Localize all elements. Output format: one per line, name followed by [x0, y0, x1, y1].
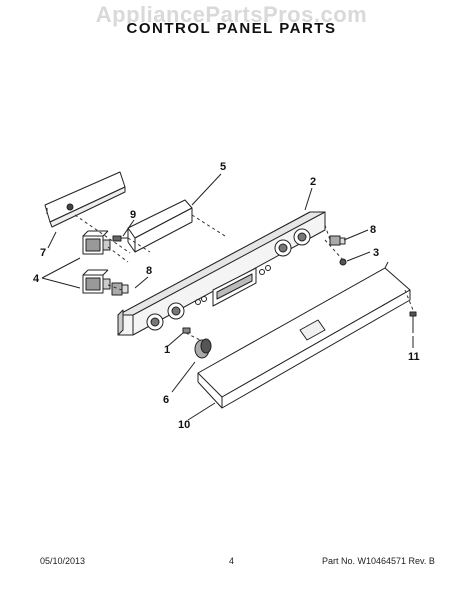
rear-bracket-part-7 [44, 171, 126, 228]
callout-2: 2 [310, 176, 316, 188]
control-board-part-5 [127, 199, 193, 253]
callout-1: 1 [164, 344, 170, 356]
trim-panel-part-10 [197, 261, 411, 409]
callout-10: 10 [178, 419, 190, 431]
footer-date: 05/10/2013 [40, 556, 86, 566]
page-title: CONTROL PANEL PARTS [126, 20, 337, 37]
assembly-lines [74, 214, 414, 341]
clip-part-8-left [111, 282, 129, 296]
leader-lines [41, 173, 414, 421]
control-panel-part-2 [117, 211, 326, 336]
callout-6: 6 [163, 394, 169, 406]
callout-4: 4 [33, 273, 40, 285]
footer-page-number: 4 [229, 556, 235, 566]
switch-part-4-lower [82, 269, 111, 294]
switch-part-4-upper [82, 230, 111, 255]
screw-part-9 [112, 235, 128, 242]
callout-8-left: 8 [146, 265, 152, 277]
clip-part-8-right [329, 235, 346, 246]
callout-11: 11 [408, 351, 420, 363]
callout-5: 5 [220, 161, 226, 173]
callout-8-right: 8 [370, 224, 376, 236]
clip-part-1 [182, 327, 191, 334]
callout-7: 7 [40, 247, 46, 259]
callout-3: 3 [373, 247, 379, 259]
callout-9: 9 [130, 209, 136, 221]
screw-part-3 [339, 258, 347, 266]
knob-part-6 [194, 338, 212, 359]
screw-part-11 [409, 311, 417, 333]
watermark: AppliancePartsPros.com [95, 2, 368, 27]
footer-part-number: Part No. W10464571 Rev. B [322, 556, 435, 566]
